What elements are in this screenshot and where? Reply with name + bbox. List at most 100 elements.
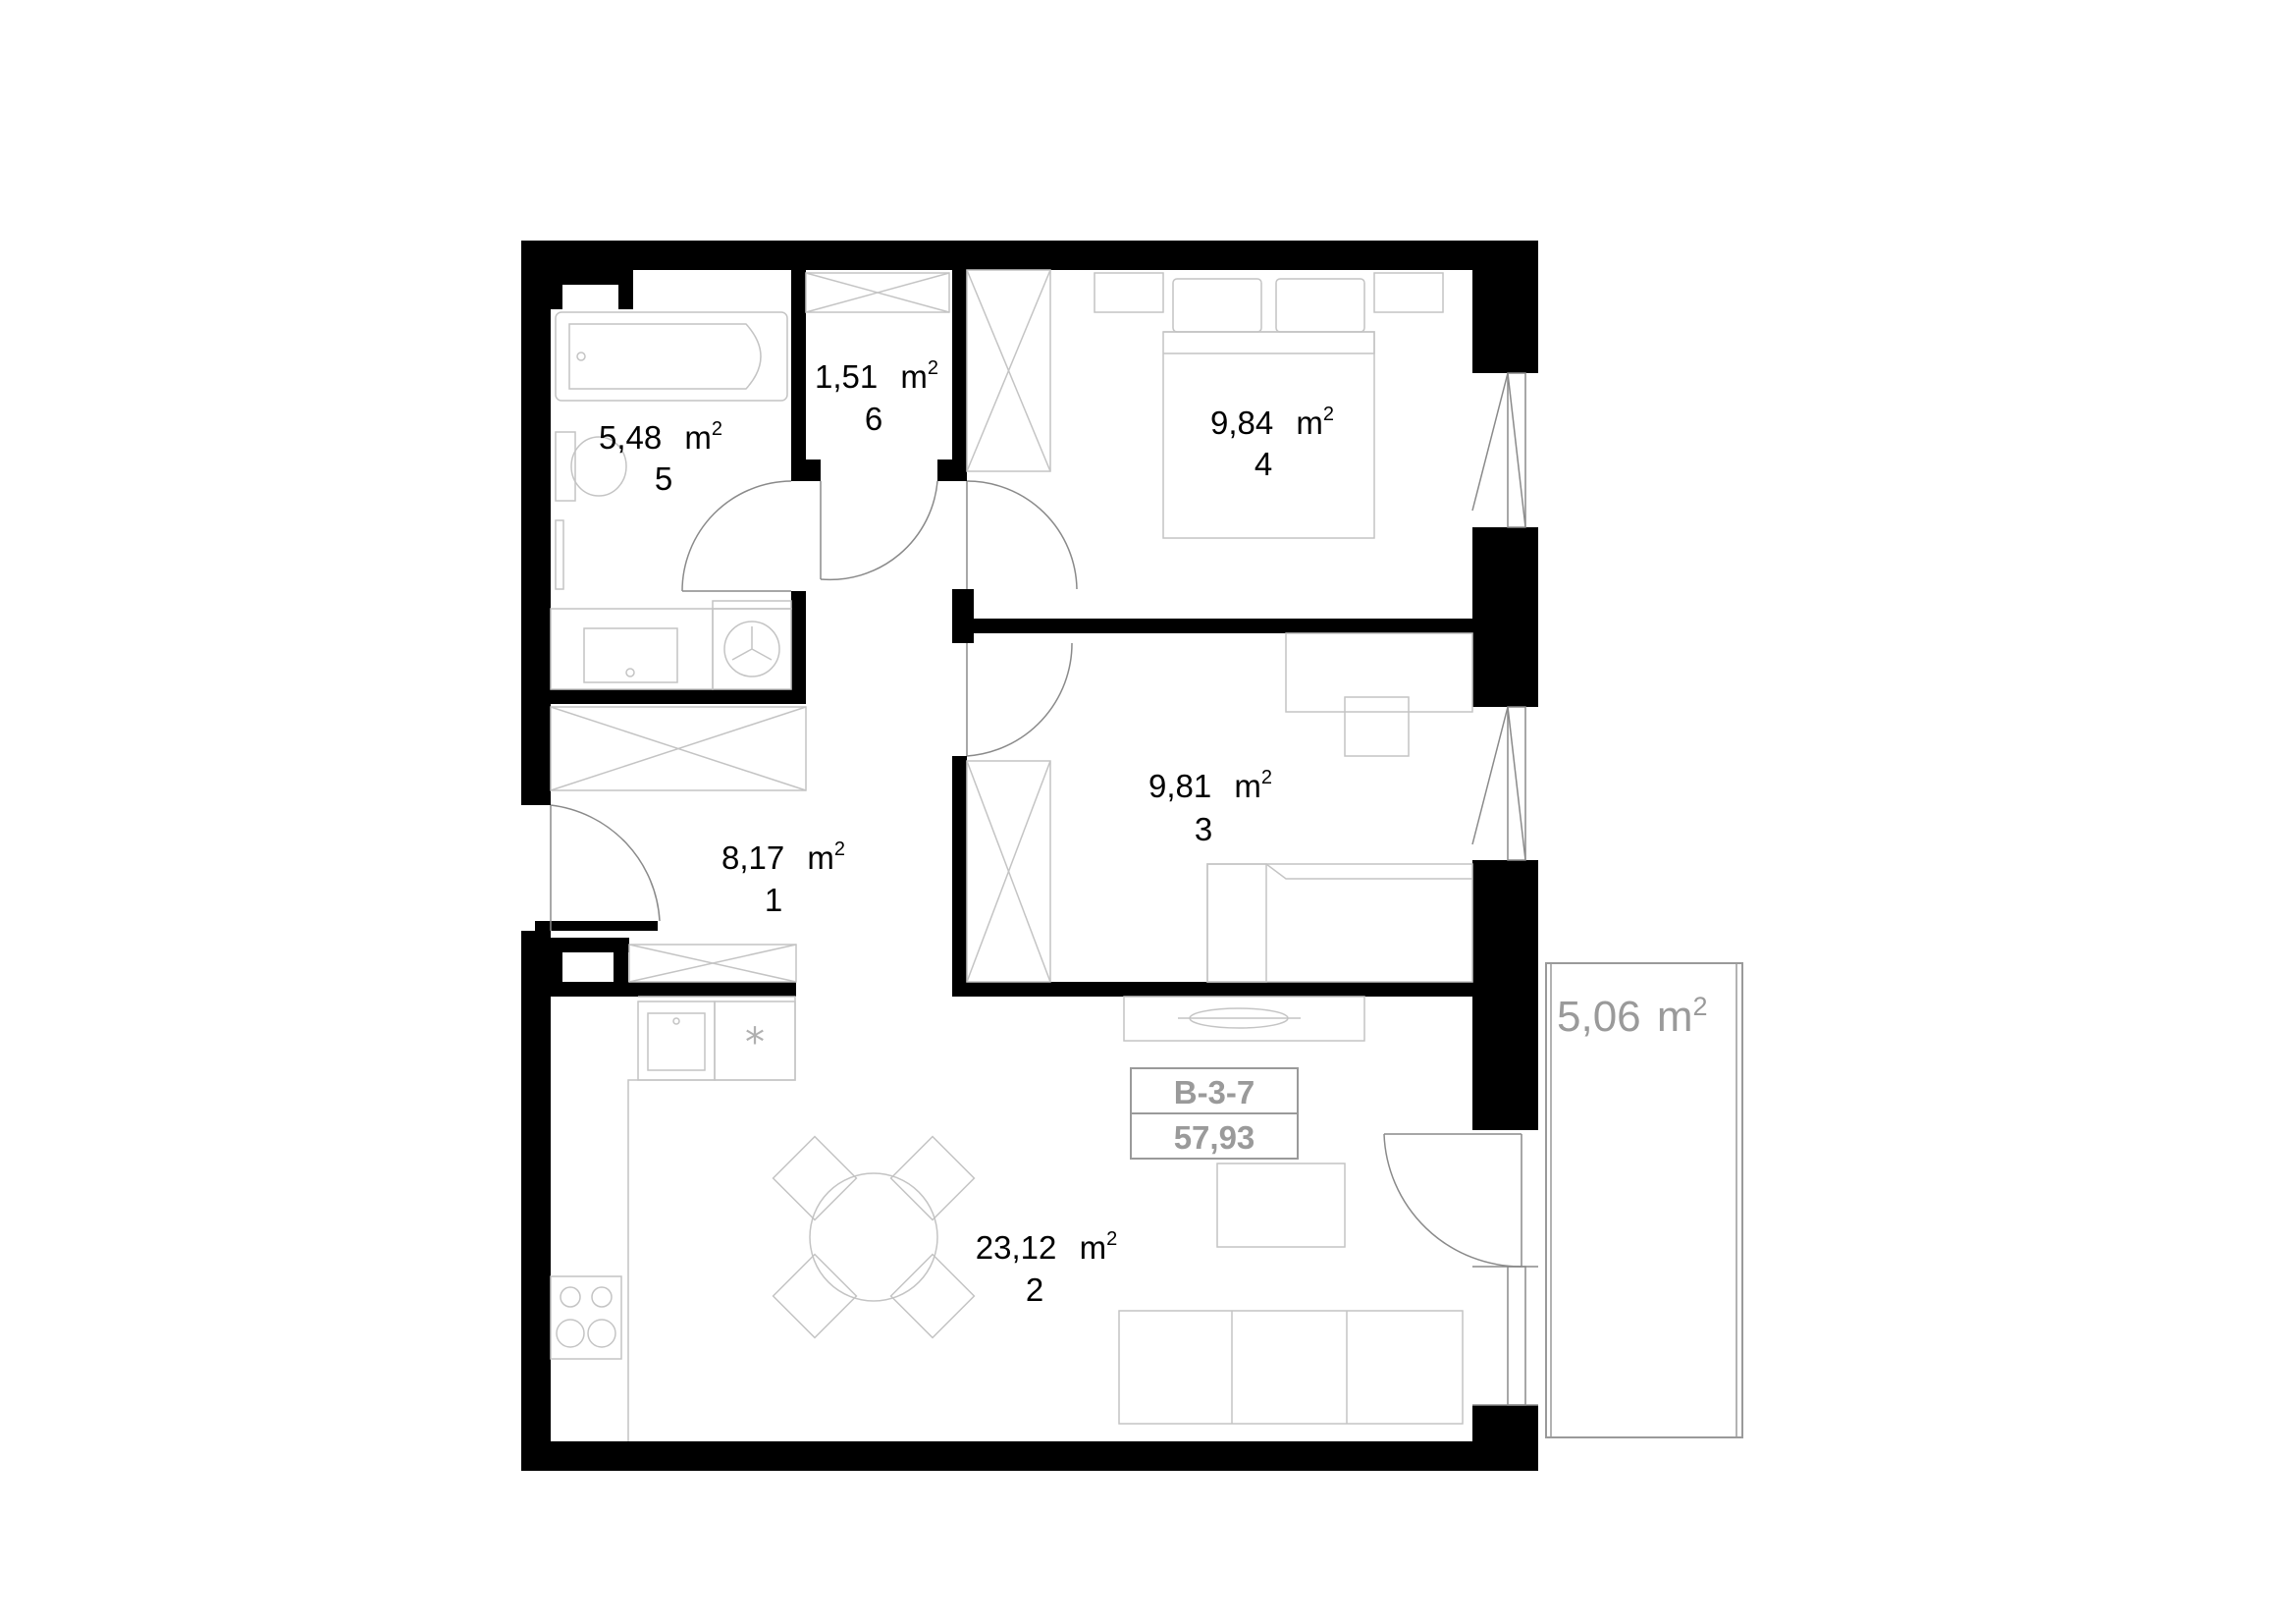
hall-shoe-cabinet — [628, 944, 797, 983]
svg-text:5,48 m2: 5,48 m2 — [599, 418, 722, 456]
apartment-code: B-3-7 — [1174, 1074, 1255, 1110]
svg-text:9,81 m2: 9,81 m2 — [1148, 767, 1272, 804]
room-3-area: 9,81 — [1148, 768, 1211, 804]
apartment-total-area: 57,93 — [1174, 1119, 1255, 1156]
room-5-area: 5,48 — [599, 419, 662, 456]
balcony-area-label: 5,06 m2 — [1557, 992, 1708, 1041]
room-6-number: 6 — [865, 401, 882, 437]
hall-closet-box-side — [614, 938, 628, 992]
bathroom-wall-right-upper — [791, 270, 806, 481]
room-6-area: 1,51 — [815, 358, 878, 395]
hall-closet-box-left — [551, 938, 562, 992]
asterisk-icon: * — [745, 1020, 765, 1065]
room-3-furniture — [966, 632, 1473, 983]
balcony: 5,06 m2 — [1545, 962, 1743, 1438]
bathroom-shelf-side — [618, 270, 633, 309]
bathtub — [555, 311, 788, 402]
kitchen-sink — [647, 1012, 706, 1071]
room-3-wall-left — [952, 756, 967, 997]
room-5-label: 5,48 m2 5 — [599, 418, 722, 497]
apartment-badge: B-3-7 57,93 — [1130, 1067, 1299, 1160]
room-1-number: 1 — [765, 882, 782, 918]
room-5-number: 5 — [655, 460, 672, 497]
room-2-unit: m — [1080, 1229, 1107, 1266]
living-room-furniture: * — [550, 996, 1464, 1441]
dining-chair — [889, 1253, 976, 1339]
bathroom-shelf-top — [551, 270, 629, 285]
room-4-area: 9,84 — [1210, 405, 1273, 441]
room-4-unit: m — [1296, 405, 1323, 441]
svg-text:1,51 m2: 1,51 m2 — [815, 357, 938, 395]
bedroom-4-door-jamb — [952, 589, 974, 643]
room-3-unit: m — [1234, 768, 1261, 804]
dining-chair — [772, 1253, 858, 1339]
washer-icon — [712, 600, 792, 690]
room-1-unit: m — [807, 839, 834, 876]
window-living — [1507, 1266, 1526, 1406]
hall-closet-box — [551, 938, 629, 952]
kitchen-counter — [627, 996, 796, 1441]
dining-table — [809, 1172, 938, 1302]
bedroom-4-furniture — [966, 269, 1444, 539]
entry-jamb — [535, 921, 658, 931]
hall-wardrobe — [550, 706, 807, 791]
single-bed-pillow — [1206, 863, 1267, 983]
sofa — [1118, 1310, 1464, 1425]
outer-wall-right-1 — [1472, 241, 1538, 373]
svg-text:9,84 m2: 9,84 m2 — [1210, 404, 1334, 441]
pillow-left — [1172, 278, 1262, 333]
dining-chair — [772, 1135, 858, 1221]
bathroom-sink-cabinet — [550, 608, 714, 690]
svg-text:23,12 m2: 23,12 m2 — [976, 1228, 1117, 1266]
wardrobe-room-3 — [966, 760, 1051, 983]
chair-room-3 — [1344, 696, 1410, 757]
room-3-wall-bottom — [952, 982, 1472, 997]
outer-wall-right-2 — [1472, 527, 1538, 707]
bedside-table-left — [1094, 272, 1164, 313]
room-2-area: 23,12 — [976, 1229, 1057, 1266]
balcony-area-unit: m — [1657, 993, 1693, 1041]
hall-furniture — [550, 706, 807, 983]
bathroom-wall-right-lower — [791, 591, 806, 689]
toilet-bowl — [570, 436, 627, 497]
room-5-unit: m — [684, 419, 712, 456]
room-3-label: 9,81 m2 3 — [1148, 767, 1272, 847]
desk-room-3 — [1285, 632, 1473, 713]
fridge — [714, 1001, 796, 1081]
dining-chair — [889, 1135, 976, 1221]
bedroom-4-wall-bottom — [967, 619, 1472, 633]
hall-closet-wall-bottom — [551, 982, 796, 997]
bedside-table-right — [1373, 272, 1444, 313]
bathroom-radiator — [555, 519, 564, 590]
room-1-area: 8,17 — [721, 839, 784, 876]
bathroom-shelf-left — [551, 270, 562, 309]
bathroom-fixtures — [550, 311, 792, 690]
room-6-label: 1,51 m2 6 — [815, 357, 938, 437]
closet-6-shelving — [805, 272, 950, 313]
wardrobe-bedroom-4 — [966, 269, 1051, 472]
room-labels: 5,48 m2 5 1,51 m2 6 9,84 m2 4 9,81 m2 — [599, 357, 1334, 1308]
toilet-tank — [555, 431, 576, 502]
tv-stand — [1123, 996, 1365, 1042]
room-2-number: 2 — [1026, 1271, 1043, 1308]
outer-wall-left-lower — [521, 931, 551, 1471]
doors — [550, 480, 1522, 1268]
bedroom-4-wall-left — [952, 270, 967, 481]
balcony-area-exponent: 2 — [1693, 992, 1708, 1021]
cooktop-icon — [550, 1275, 622, 1360]
coffee-table — [1216, 1163, 1346, 1248]
bathroom-wall-bottom — [551, 689, 806, 704]
balcony-area-value: 5,06 — [1557, 993, 1641, 1041]
outer-wall-bottom — [521, 1441, 1538, 1471]
room-4-label: 9,84 m2 4 — [1210, 404, 1334, 482]
svg-text:8,17 m2: 8,17 m2 — [721, 839, 845, 876]
room-3-number: 3 — [1195, 811, 1212, 847]
pillow-right — [1275, 278, 1365, 333]
windows — [1471, 372, 1538, 1406]
outer-wall-right-3 — [1472, 860, 1538, 1130]
bathroom-sink — [583, 627, 678, 683]
room-2-label: 23,12 m2 2 — [976, 1228, 1117, 1308]
outer-wall-top — [521, 241, 1538, 270]
single-bed — [1206, 863, 1473, 983]
